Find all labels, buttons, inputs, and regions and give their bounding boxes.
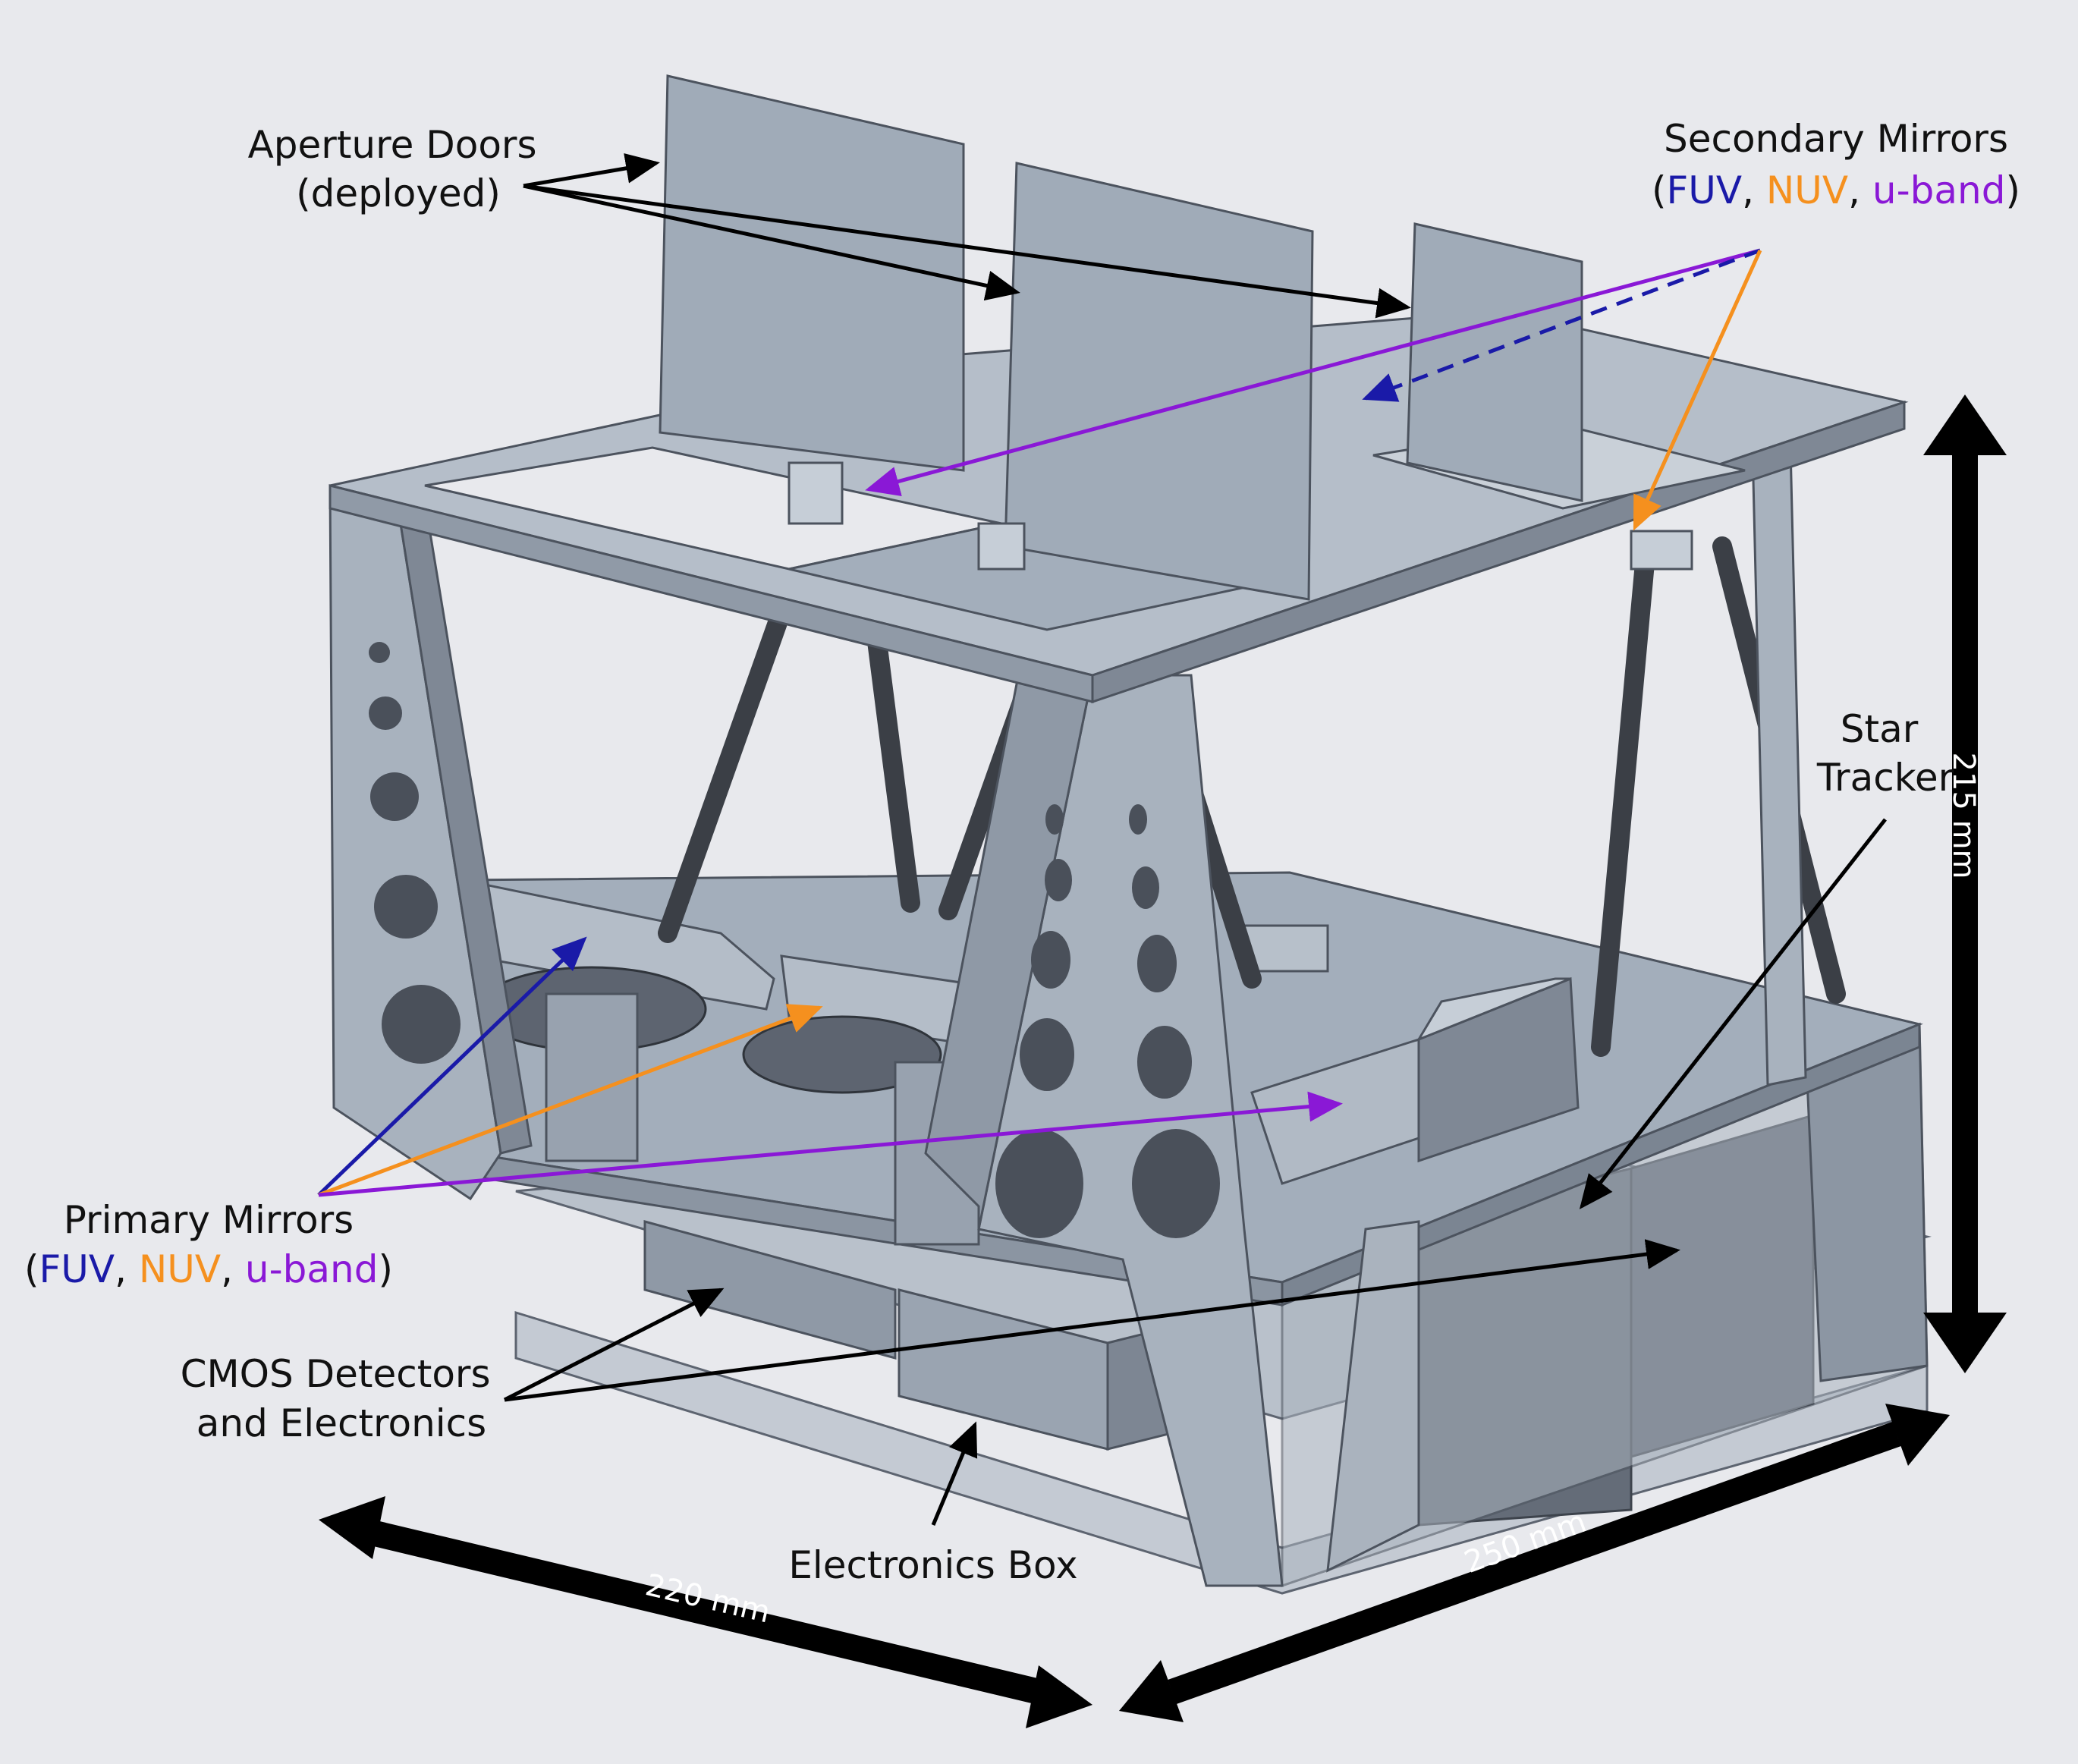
secondary-mirrors-label: Secondary Mirrors bbox=[1664, 117, 2008, 161]
star-tracker-label: Star Tracker bbox=[1816, 707, 1954, 800]
primary-fuv: FUV bbox=[39, 1247, 115, 1291]
primary-sep1: , bbox=[115, 1247, 139, 1291]
secondary-mirrors-bands: (FUV, NUV, u-band) bbox=[1652, 168, 2020, 212]
primary-close-paren: ) bbox=[378, 1247, 393, 1291]
primary-mirrors-bands: (FUV, NUV, u-band) bbox=[24, 1247, 393, 1291]
primary-mirror-leaders bbox=[317, 936, 1343, 1197]
secondary-open-paren: ( bbox=[1652, 168, 1667, 212]
primary-mirrors-label: Primary Mirrors bbox=[64, 1198, 354, 1242]
aperture-doors bbox=[659, 74, 1583, 601]
left-side-frame bbox=[329, 483, 533, 1201]
electronics-box-leader bbox=[931, 1421, 978, 1526]
secondary-fuv: FUV bbox=[1667, 168, 1743, 212]
center-leg bbox=[924, 643, 1284, 1587]
aperture-doors-label: Aperture Doors (deployed) bbox=[248, 123, 549, 215]
star-tracker-leader bbox=[1579, 818, 1887, 1209]
secondary-uband: u-band bbox=[1872, 168, 2006, 212]
secondary-nuv: NUV bbox=[1766, 168, 1848, 212]
star-tracker-line1: Star bbox=[1841, 707, 1919, 751]
star-tracker-line2: Tracker bbox=[1816, 756, 1954, 800]
height-dimension-arrow bbox=[1923, 395, 2007, 1373]
width-dimension-arrow bbox=[1119, 1404, 1950, 1722]
primary-uband: u-band bbox=[245, 1247, 379, 1291]
cmos-leaders bbox=[503, 1239, 1680, 1402]
primary-nuv: NUV bbox=[139, 1247, 221, 1291]
secondary-mirrors-title: Secondary Mirrors bbox=[1664, 117, 2008, 161]
aperture-doors-line2: (deployed) bbox=[296, 171, 501, 215]
height-dimension-label: 215 mm bbox=[1946, 753, 1981, 879]
secondary-sep2: , bbox=[1848, 168, 1872, 212]
aperture-doors-leaders bbox=[523, 153, 1411, 319]
aperture-doors-line1: Aperture Doors bbox=[248, 123, 537, 167]
secondary-mirror-leaders bbox=[865, 248, 1762, 531]
electronics-box-label: Electronics Box bbox=[788, 1543, 1077, 1587]
right-legs bbox=[1326, 446, 1807, 1573]
cmos-line1: CMOS Detectors bbox=[181, 1352, 491, 1396]
secondary-mounts bbox=[788, 461, 1693, 571]
secondary-sep1: , bbox=[1742, 168, 1766, 212]
cmos-line2: and Electronics bbox=[196, 1401, 486, 1445]
cmos-label: CMOS Detectors and Electronics bbox=[181, 1352, 503, 1445]
primary-mirror-assembly bbox=[461, 879, 988, 1246]
depth-dimension-arrow bbox=[319, 1496, 1092, 1728]
star-tracker-block bbox=[1250, 976, 1580, 1185]
secondary-close-paren: ) bbox=[2005, 168, 2020, 212]
primary-sep2: , bbox=[221, 1247, 245, 1291]
primary-open-paren: ( bbox=[24, 1247, 39, 1291]
primary-mirrors-title: Primary Mirrors bbox=[64, 1198, 354, 1242]
